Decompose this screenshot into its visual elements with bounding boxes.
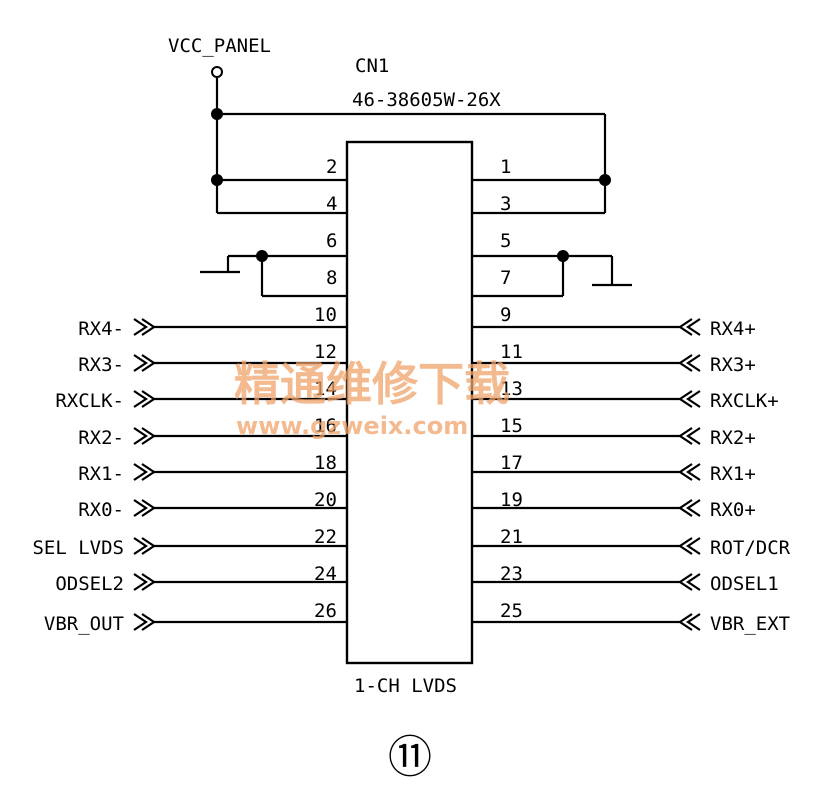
pin-16: 16 [314,415,337,437]
signal-vbr-out: VBR_OUT [44,613,347,635]
signal-vbr-ext: VBR_EXT [472,613,790,635]
svg-text:RX2+: RX2+ [710,427,756,449]
connector-body [345,140,474,665]
svg-text:ROT/DCR: ROT/DCR [710,537,791,559]
pin-11: 11 [500,341,523,363]
pin-21: 21 [500,526,523,548]
pin-2: 2 [326,156,337,178]
pin-26: 26 [314,600,337,622]
signal-rx3-plus: RX3+ [472,354,756,376]
left-pin-numbers: 2 4 6 8 10 12 14 16 18 20 22 24 26 [314,156,337,622]
figure-number: ⑪ [388,732,432,783]
pin-23: 23 [500,563,523,585]
signal-rx4-plus: RX4+ [472,318,756,340]
svg-text:RX0+: RX0+ [710,499,756,521]
connector-part-number: 46-38605W-26X [352,89,501,111]
pin-8: 8 [326,267,337,289]
signal-rx3-minus: RX3- [78,354,347,376]
signal-rx0-plus: RX0+ [472,499,756,521]
svg-text:ODSEL2: ODSEL2 [55,573,124,595]
pin-14: 14 [314,378,337,400]
ground-wiring [200,250,632,298]
svg-text:RX3-: RX3- [78,354,124,376]
pin-10: 10 [314,304,337,326]
pin-13: 13 [500,378,523,400]
vcc-wiring [211,78,611,215]
watermark-url: www.gzweix.com [236,412,468,440]
watermark-text: 精通维修下载 [234,357,510,411]
signal-sel-lvds: SEL LVDS [32,537,347,559]
svg-text:RX1-: RX1- [78,463,124,485]
left-signals: RX4- RX3- RXCLK- RX2- RX1- RX0- [32,318,347,635]
signal-odsel1: ODSEL1 [472,573,779,595]
signal-rxclk-minus: RXCLK- [55,390,347,412]
signal-rx0-minus: RX0- [78,499,347,521]
pin-15: 15 [500,415,523,437]
vcc-terminal [211,66,223,78]
pin-25: 25 [500,600,523,622]
pin-5: 5 [500,230,511,252]
pin-9: 9 [500,304,511,326]
right-signals: RX4+ RX3+ RXCLK+ RX2+ RX1+ RX0+ [472,318,791,635]
pin-20: 20 [314,489,337,511]
svg-text:ODSEL1: ODSEL1 [710,573,779,595]
svg-text:VBR_EXT: VBR_EXT [710,613,790,635]
right-pin-numbers: 1 3 5 7 9 11 13 15 17 19 21 23 25 [500,156,523,622]
svg-text:RX4-: RX4- [78,318,124,340]
svg-text:RX1+: RX1+ [710,463,756,485]
signal-rot-dcr: ROT/DCR [472,537,791,559]
signal-rx1-minus: RX1- [78,463,347,485]
svg-text:RXCLK+: RXCLK+ [710,390,779,412]
pin-3: 3 [500,193,511,215]
pin-7: 7 [500,267,511,289]
svg-text:RXCLK-: RXCLK- [55,390,124,412]
svg-text:SEL LVDS: SEL LVDS [32,537,124,559]
signal-rx1-plus: RX1+ [472,463,756,485]
pin-19: 19 [500,489,523,511]
svg-text:RX2-: RX2- [78,427,124,449]
signal-rx4-minus: RX4- [78,318,347,340]
svg-text:RX3+: RX3+ [710,354,756,376]
svg-text:RX4+: RX4+ [710,318,756,340]
connector-footer: 1-CH LVDS [354,675,457,697]
pin-17: 17 [500,452,523,474]
signal-odsel2: ODSEL2 [55,573,347,595]
connector-ref: CN1 [355,55,389,77]
pin-4: 4 [326,193,337,215]
pin-18: 18 [314,452,337,474]
signal-rxclk-plus: RXCLK+ [472,390,779,412]
svg-text:VBR_OUT: VBR_OUT [44,613,124,635]
pin-22: 22 [314,526,337,548]
signal-rx2-plus: RX2+ [472,427,756,449]
signal-rx2-minus: RX2- [78,427,347,449]
pin-12: 12 [314,341,337,363]
vcc-label: VCC_PANEL [168,35,271,57]
svg-text:RX0-: RX0- [78,499,124,521]
pin-24: 24 [314,563,337,585]
pin-6: 6 [326,230,337,252]
pin-1: 1 [500,156,511,178]
